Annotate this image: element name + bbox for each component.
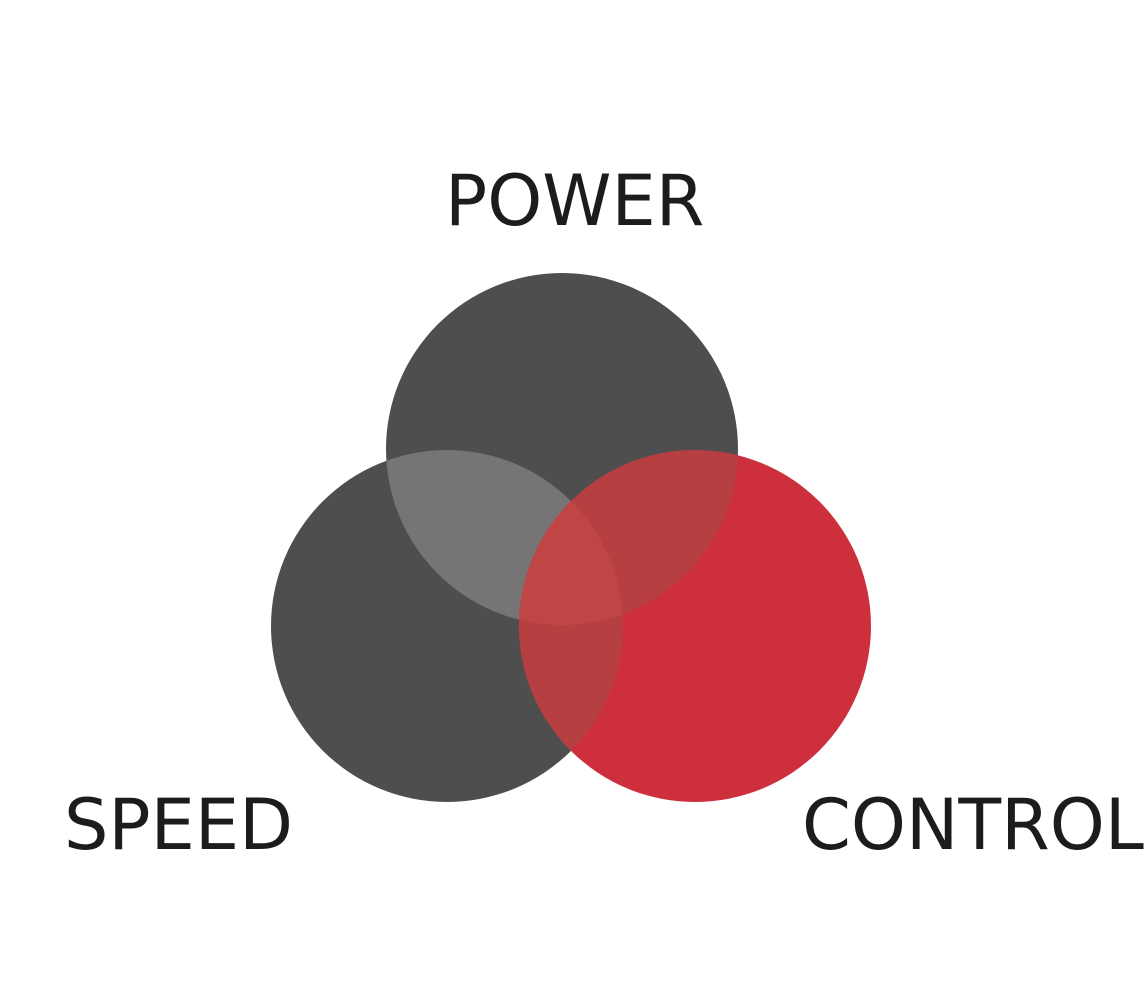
speed-label: SPEED: [64, 784, 294, 866]
power-speed-overlap: [386, 450, 623, 625]
power-control-overlap: [519, 450, 738, 625]
control-label: CONTROL: [802, 784, 1144, 866]
power-label: POWER: [445, 160, 705, 242]
